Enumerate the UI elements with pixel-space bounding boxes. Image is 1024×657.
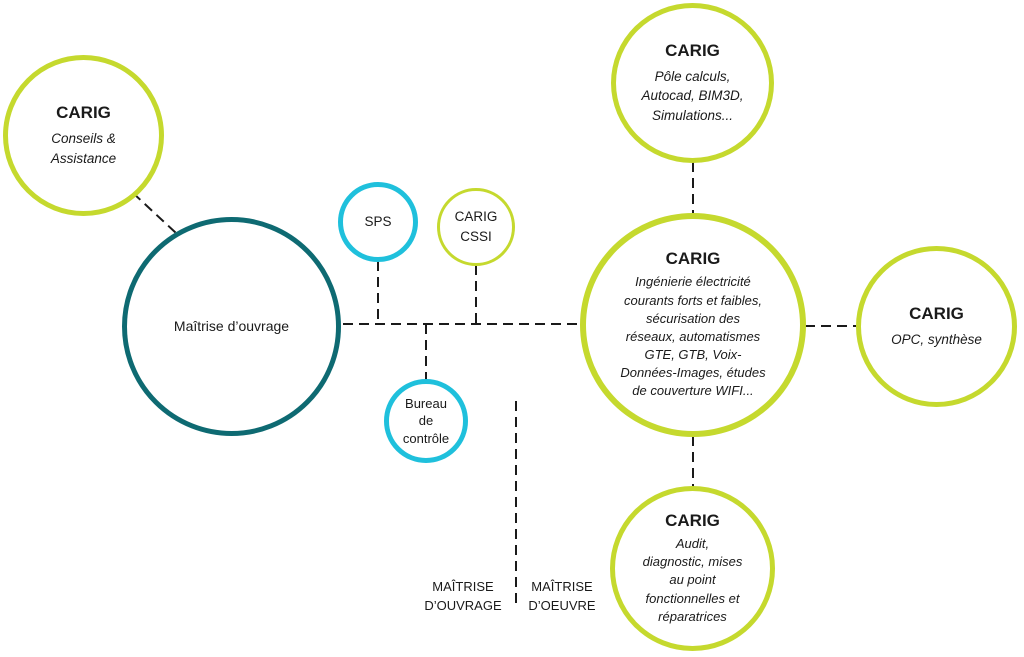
node-carig-conseils: CARIG Conseils & Assistance [3,55,164,216]
node-carig-opc: CARIG OPC, synthèse [856,246,1017,407]
node-desc: Ingénierie électricité courants forts et… [620,274,766,399]
label-maitrise-ouvrage: MAÎTRISE D’OUVRAGE [424,579,502,613]
node-desc: Audit, diagnostic, mises au point foncti… [642,536,743,624]
node-title: CARIG [665,40,720,60]
node-desc: Pôle calculs, Autocad, BIM3D, Simulation… [641,68,744,123]
node-title: CARIG [665,249,721,269]
node-carig-pole-calculs: CARIG Pôle calculs, Autocad, BIM3D, Simu… [611,3,774,163]
node-maitrise-ouvrage: Maîtrise d’ouvrage [122,217,341,436]
node-title: CARIG [909,303,964,323]
node-label: Maîtrise d’ouvrage [173,318,290,335]
node-title: CARIG [56,102,111,122]
node-title: CARIG [665,511,720,531]
node-carig-cssi: CARIG CSSI [437,188,515,266]
link-conseils-moa [132,192,177,234]
node-label: CARIG CSSI [454,209,498,244]
node-desc: OPC, synthèse [891,331,982,347]
node-carig-ingenierie: CARIG Ingénierie électricité courants fo… [580,213,806,437]
node-sps: SPS [338,182,418,262]
node-label: Bureau de contrôle [402,395,450,446]
node-label: SPS [364,214,392,230]
node-carig-audit: CARIG Audit, diagnostic, mises au point … [610,486,775,651]
node-desc: Conseils & Assistance [50,130,117,166]
node-bureau-controle: Bureau de contrôle [384,379,468,463]
label-maitrise-oeuvre: MAÎTRISE D’OEUVRE [528,579,596,613]
